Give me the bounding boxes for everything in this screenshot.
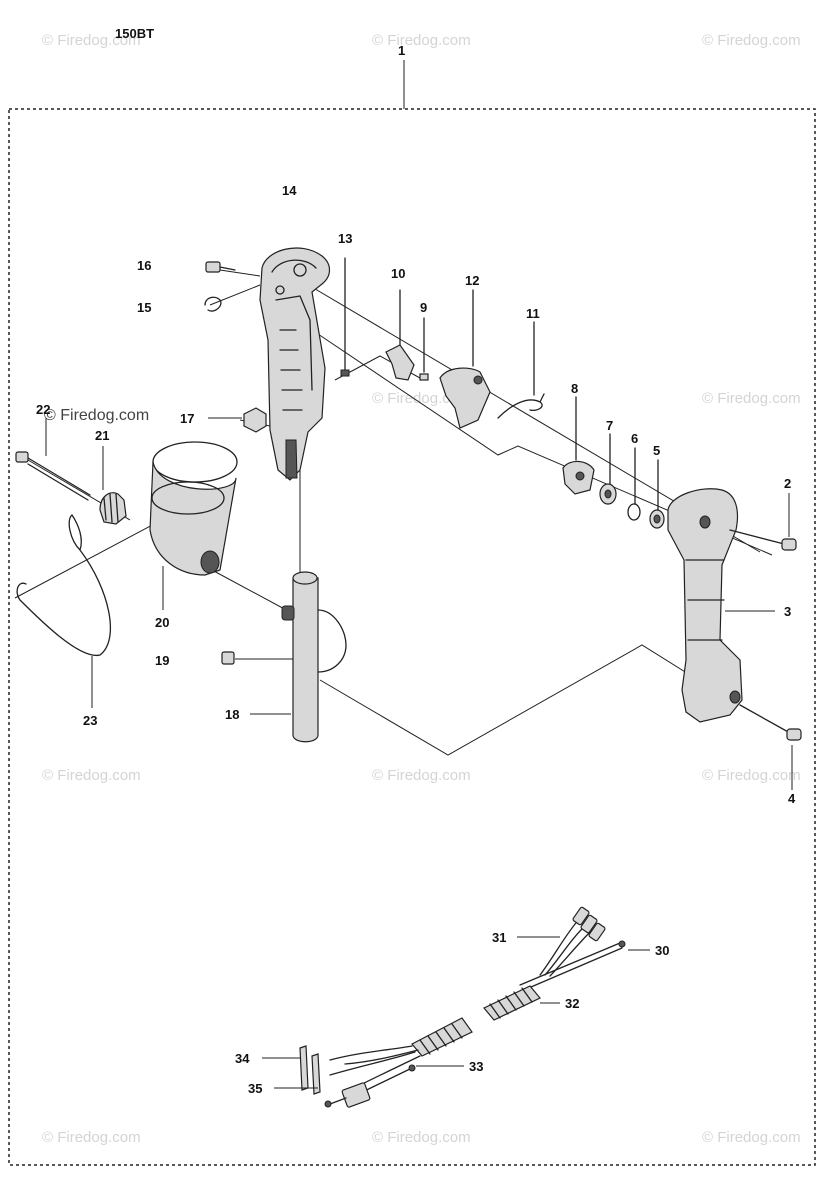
- part-14-handle-half: [259, 247, 331, 481]
- callout-2: 2: [784, 476, 791, 491]
- callout-20: 20: [155, 615, 169, 630]
- callout-32: 32: [565, 996, 579, 1011]
- callout-18: 18: [225, 707, 239, 722]
- callout-1: 1: [398, 43, 405, 58]
- callout-5: 5: [653, 443, 660, 458]
- part-17-nut: [208, 407, 267, 433]
- watermark: © Firedog.com: [702, 1129, 801, 1146]
- callout-11: 11: [526, 306, 540, 321]
- part-6-washer: [627, 447, 641, 521]
- part-5-nut: [649, 459, 665, 529]
- callout-30: 30: [655, 943, 669, 958]
- part-8-grommet: [562, 396, 595, 495]
- callout-35: 35: [248, 1081, 262, 1096]
- callout-15: 15: [137, 300, 151, 315]
- callout-22: 22: [36, 402, 50, 417]
- watermark: © Firedog.com: [42, 32, 141, 49]
- watermarks: © Firedog.com © Firedog.com © Firedog.co…: [42, 32, 801, 1146]
- model-title: 150BT: [115, 26, 154, 41]
- callout-16: 16: [137, 258, 151, 273]
- callout-21: 21: [95, 428, 109, 443]
- callout-34: 34: [235, 1051, 250, 1066]
- callout-33: 33: [469, 1059, 483, 1074]
- callouts: 1 2 3 4 5 6 7 8 9 10 11 12 13 14 15 16 1…: [36, 43, 796, 1096]
- watermark: © Firedog.com: [372, 32, 471, 49]
- watermark: © Firedog.com: [42, 767, 141, 784]
- callout-9: 9: [420, 300, 427, 315]
- callout-19: 19: [155, 653, 169, 668]
- callout-8: 8: [571, 381, 578, 396]
- watermark: © Firedog.com: [372, 767, 471, 784]
- callout-13: 13: [338, 231, 352, 246]
- callout-17: 17: [180, 411, 194, 426]
- callout-31: 31: [492, 930, 506, 945]
- part-12-trigger: [439, 289, 491, 429]
- callout-7: 7: [606, 418, 613, 433]
- part-16-screw: [205, 261, 236, 273]
- watermark: © Firedog.com: [702, 767, 801, 784]
- watermark: © Firedog.com: [702, 32, 801, 49]
- callout-3: 3: [784, 604, 791, 619]
- part-2-screw: [729, 493, 797, 551]
- callout-23: 23: [83, 713, 97, 728]
- part-21-knob: [99, 446, 127, 525]
- wire-harness: [262, 906, 650, 1108]
- callout-14: 14: [282, 183, 297, 198]
- callout-12: 12: [465, 273, 479, 288]
- watermark: © Firedog.com: [702, 390, 801, 407]
- part-18-shaft: [250, 571, 347, 743]
- part-13-spring: [340, 257, 350, 377]
- callout-10: 10: [391, 266, 405, 281]
- watermark: © Firedog.com: [372, 1129, 471, 1146]
- part-22-bolt: [15, 418, 91, 501]
- watermark: © Firedog.com: [42, 1129, 141, 1146]
- callout-6: 6: [631, 431, 638, 446]
- part-15-clip: [204, 296, 222, 312]
- part-11-spring: [497, 321, 545, 419]
- part-20-clamp: [149, 441, 238, 610]
- assembly-boundary: [8, 108, 816, 1166]
- part-4-screw: [739, 704, 802, 790]
- watermark: © Firedog.com: [44, 407, 149, 424]
- part-10-lever: [385, 289, 415, 381]
- part-7-washer: [599, 433, 617, 505]
- part-9-pin: [419, 317, 429, 381]
- part-23-strap: [16, 514, 112, 708]
- part-19-block: [221, 651, 235, 665]
- callout-4: 4: [788, 791, 796, 806]
- part-3-handle: [667, 488, 775, 723]
